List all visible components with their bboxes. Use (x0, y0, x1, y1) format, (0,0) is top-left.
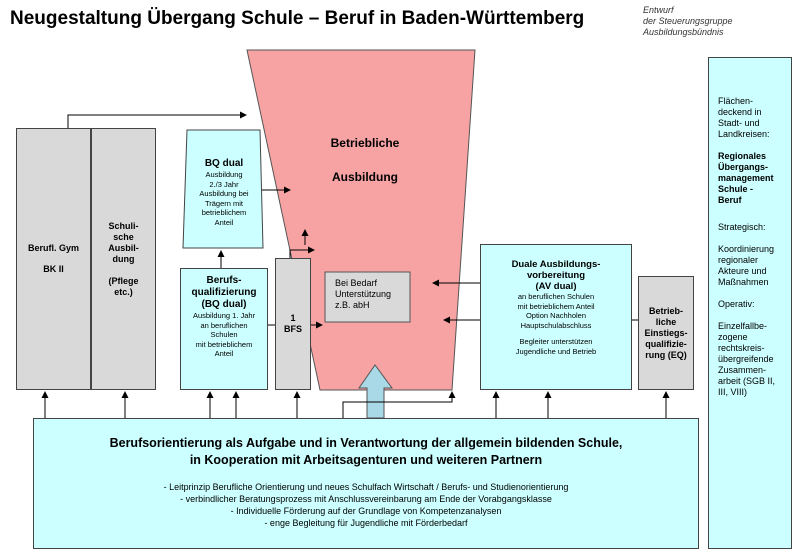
bq-dual-top-line: 2./3 Jahr (209, 179, 239, 189)
eq-line: Einstiegs- (644, 327, 688, 338)
rp-intro-line: deckend in (718, 107, 762, 117)
bq-dual-top-line: Anteil (214, 217, 234, 227)
bottom-headline2: in Kooperation mit Arbeitsagenturen und … (189, 453, 543, 467)
bq-dual-top-trapezoid (182, 129, 264, 249)
rp-operativ-line: Zusammen- (718, 365, 767, 375)
bk-ii-label: BK II (43, 264, 64, 274)
rp-strategisch-line: Akteure und (718, 266, 767, 276)
av-line: Option Nachholen (525, 311, 587, 320)
bottom-connectors (41, 391, 670, 418)
berufl-gym-box: Berufl. Gym BK II (16, 128, 91, 390)
berufsqualifizierung-box: Berufs- qualifizierung (BQ dual) Ausbild… (180, 268, 268, 390)
rp-intro-line: Landkreisen: (718, 129, 770, 139)
rp-title-line: Übergangs- (718, 162, 769, 172)
av-line: Hauptschulabschluss (520, 320, 592, 330)
bq-line: Anteil (214, 349, 234, 358)
rp-operativ-line: arbeit (SGB II, (718, 376, 776, 386)
av-title-line: vorbereitung (526, 270, 586, 281)
bq-line: Ausbildung 1. Jahr (192, 311, 256, 320)
bq-title-line: qualifizierung (191, 287, 257, 298)
rp-operativ-line: Einzelfallbe- (718, 321, 768, 331)
upward-arrow (358, 364, 393, 419)
rp-operativ-label: Operativ: (718, 299, 755, 309)
bedarf-box (324, 271, 411, 323)
bq-dual-top-line: betrieblichem (201, 208, 247, 217)
av-title-line: Duale Ausbildungs- (511, 259, 601, 270)
bfs-number: 1 (290, 313, 296, 323)
rp-title-line: Regionales (718, 151, 767, 161)
schulisch-line: Schuli- (108, 220, 139, 231)
bottom-bullet: - Individuelle Förderung auf der Grundla… (230, 506, 502, 516)
bq-dual-top-line: Ausbildung (205, 170, 243, 179)
rp-intro-line: Flächen- (718, 96, 754, 106)
av-title-line: (AV dual) (535, 281, 577, 292)
draft-line: der Steuerungsgruppe (643, 16, 733, 26)
schulische-ausbildung-box: Schuli- sche Ausbil- dung (Pflege etc.) (91, 128, 156, 390)
rp-strategisch-line: Koordinierung (718, 244, 775, 254)
av-line: an beruflichen Schulen (517, 292, 595, 301)
eq-line: qualifizie- (645, 338, 687, 349)
bq-title-line: (BQ dual) (201, 299, 247, 310)
bq-dual-top-title: BQ dual (204, 158, 244, 169)
berufsorientierung-box: Berufsorientierung als Aufgabe und in Ve… (33, 418, 699, 549)
bq-line: Schulen (210, 330, 238, 339)
rp-intro-line: Stadt- und (718, 118, 760, 128)
rp-strategisch-label: Strategisch: (718, 222, 766, 232)
rp-title-line: Schule - (718, 184, 754, 194)
page-title: Neugestaltung Übergang Schule – Beruf in… (10, 8, 585, 29)
bedarf-line: Bei Bedarf (335, 278, 378, 288)
regional-management-panel: Flächen- deckend in Stadt- und Landkreis… (708, 57, 792, 549)
bfs-box: 1 BFS (275, 258, 311, 390)
bottom-headline1: Berufsorientierung als Aufgabe und in Ve… (109, 436, 623, 450)
bfs-label: BFS (284, 324, 302, 334)
betriebliche-label: Betriebliche Ausbildung (310, 126, 420, 194)
berufl-gym-label: Berufl. Gym (27, 243, 79, 253)
rp-operativ-line: zogene (718, 332, 748, 342)
eq-line: rung (EQ) (645, 349, 687, 360)
eq-line: liche (655, 316, 677, 327)
bedarf-line: Unterstützung (335, 289, 392, 299)
rp-operativ-line: III, VIII) (718, 387, 748, 397)
rp-operativ-line: rechtskreis- (718, 343, 765, 353)
av-dual-box: Duale Ausbildungs- vorbereitung (AV dual… (480, 244, 632, 390)
bq-line: mit betrieblichem (195, 339, 253, 349)
bq-title-line: Berufs- (206, 275, 242, 286)
draft-line: Ausbildungsbündnis (643, 27, 724, 37)
bottom-bullet: - verbindlicher Beratungsprozess mit Ans… (180, 494, 552, 504)
av-line: Begleiter unterstützen (519, 337, 593, 346)
eq-line: Betrieb- (648, 305, 683, 316)
rp-operativ-line: übergreifende (718, 354, 774, 364)
schulisch-line: (Pflege (108, 275, 139, 286)
av-line: Jugendliche und Betrieb (515, 346, 597, 356)
schulisch-line: dung (112, 253, 135, 264)
bedarf-text: Bei Bedarf Unterstützung z.B. abH (335, 278, 407, 311)
betriebliche-line2: Ausbildung (332, 170, 398, 184)
betriebliche-line1: Betriebliche (330, 136, 400, 150)
rp-title-line: management (718, 173, 774, 183)
schulisch-line: Ausbil- (108, 242, 139, 253)
av-line: mit betrieblichem Anteil (517, 301, 595, 311)
rp-title-line: Beruf (718, 195, 742, 205)
bq-line: an beruflichen (200, 320, 248, 330)
rp-strategisch-line: Maßnahmen (718, 277, 769, 287)
bedarf-line: z.B. abH (335, 300, 370, 310)
rp-strategisch-line: regionaler (718, 255, 759, 265)
bottom-bullet: - enge Begleitung für Jugendliche mit Fö… (264, 518, 468, 528)
bq-dual-top-text: BQ dual Ausbildung 2./3 Jahr Ausbildung … (190, 158, 258, 227)
draft-note: Entwurf der Steuerungsgruppe Ausbildungs… (643, 5, 733, 38)
eq-box: Betrieb- liche Einstiegs- qualifizie- ru… (638, 276, 694, 390)
bottom-bullet: - Leitprinzip Berufliche Orientierung un… (163, 482, 569, 492)
bq-dual-top-line: Trägern mit (204, 198, 244, 208)
schulisch-line: sche (113, 231, 134, 242)
draft-line: Entwurf (643, 5, 674, 15)
bq-dual-top-line: Ausbildung bei (199, 189, 249, 198)
schulisch-line: etc.) (114, 286, 133, 297)
